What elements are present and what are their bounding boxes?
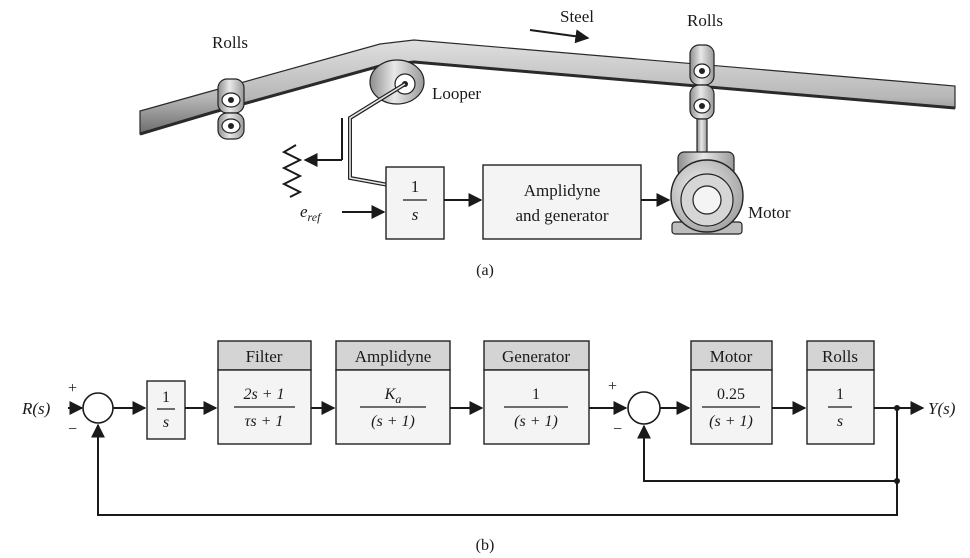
rolls-right-label: Rolls: [687, 11, 723, 30]
summing-junction-2: [627, 391, 661, 425]
rolls-left-label: Rolls: [212, 33, 248, 52]
rolls-den: s: [837, 413, 843, 430]
filter-num: 2s + 1: [243, 386, 284, 403]
summing-junction-1: [82, 392, 114, 424]
filter-den: τs + 1: [245, 413, 284, 430]
motor-num: 0.25: [717, 386, 745, 403]
motor-title: Motor: [710, 347, 753, 366]
eref-label: eref: [300, 202, 322, 224]
steel-label: Steel: [560, 7, 594, 26]
amplidyne-line2: and generator: [516, 206, 609, 225]
potentiometer-icon: [281, 118, 343, 198]
sum1-plus: +: [68, 380, 77, 397]
motor: [670, 151, 744, 235]
looper: [348, 59, 425, 188]
generator-den: (s + 1): [514, 413, 558, 430]
part-a-physical-system: Rolls Looper Steel Rolls: [139, 7, 956, 279]
output-label: Y(s): [928, 399, 956, 418]
integrator-a-den: s: [412, 205, 419, 224]
integrator-b-den: s: [163, 414, 169, 431]
amplidyne-line1: Amplidyne: [524, 181, 601, 200]
sum2-plus: +: [608, 378, 617, 395]
sum2-minus: −: [613, 421, 622, 438]
generator-num: 1: [532, 386, 540, 403]
left-rolls: [217, 78, 245, 140]
motor-label: Motor: [748, 203, 791, 222]
generator-title: Generator: [502, 347, 570, 366]
rolls-num: 1: [836, 386, 844, 403]
right-rolls: [689, 44, 715, 156]
motor-den: (s + 1): [709, 413, 753, 430]
amplidyne-num: Ka: [384, 386, 402, 406]
amplidyne-title: Amplidyne: [355, 347, 432, 366]
steel-strip: [139, 39, 956, 136]
outer-feedback-loop: [91, 423, 898, 516]
sum1-minus: −: [68, 421, 77, 438]
caption-a: (a): [476, 262, 494, 279]
motor-header: [690, 340, 773, 371]
integrator-b-num: 1: [162, 389, 170, 406]
part-b-block-diagram: R(s) + − 1 s Filter 2s + 1 τs + 1 Amplid…: [21, 340, 956, 554]
amplidyne-generator-block: [482, 164, 642, 240]
integrator-a-num: 1: [411, 177, 420, 196]
inner-feedback-loop: [637, 408, 898, 482]
amplidyne-den: (s + 1): [371, 413, 415, 430]
integrator-block-b: [146, 380, 186, 440]
rolls-header: [806, 340, 875, 371]
steel-direction-arrow: [529, 29, 590, 44]
input-label: R(s): [21, 399, 51, 418]
integrator-block-a: [385, 166, 445, 240]
rolls-title: Rolls: [822, 347, 858, 366]
filter-header: [217, 340, 312, 371]
looper-label: Looper: [432, 84, 481, 103]
filter-title: Filter: [246, 347, 283, 366]
caption-b: (b): [476, 537, 495, 554]
